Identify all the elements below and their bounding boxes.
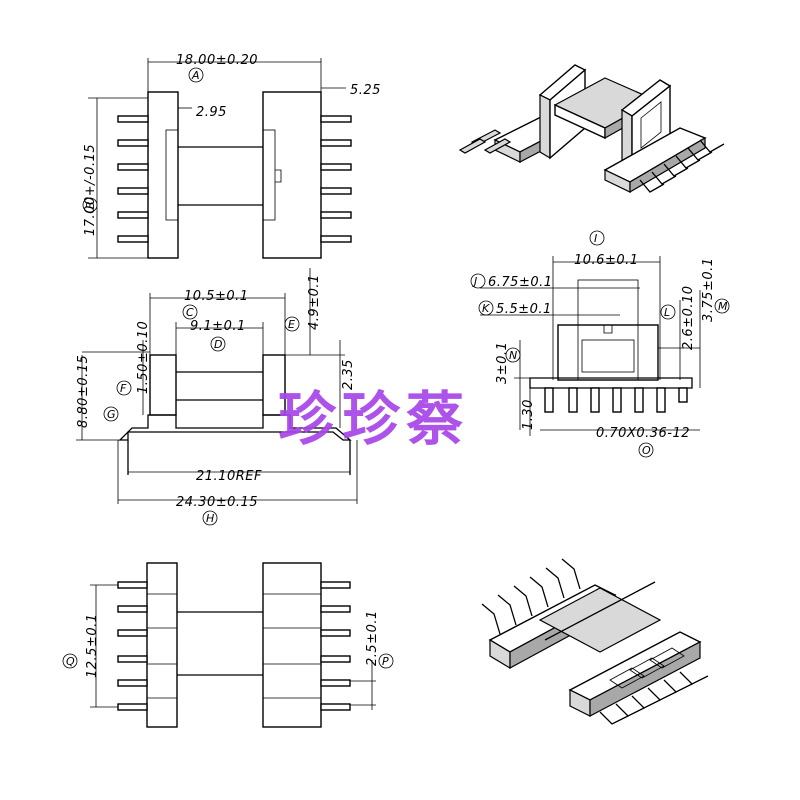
right-pins: [320, 115, 352, 243]
ref-f: F: [120, 382, 127, 395]
ref-l: L: [664, 306, 670, 319]
watermark-text: 珍珍蔡: [278, 385, 471, 453]
ref-a: A: [191, 69, 200, 82]
ref-n: N: [509, 349, 517, 362]
ref-q: Q: [66, 655, 75, 668]
right-flange: [262, 91, 322, 259]
ref-g: G: [107, 408, 116, 421]
side-pins: [544, 387, 688, 413]
dim-q-label: 12.5±0.1: [85, 613, 100, 678]
dim-c-label: 10.5±0.1: [184, 289, 249, 304]
bottom-left-pins: [117, 581, 148, 711]
key-notch: [275, 169, 282, 183]
dim-ref-label: 21.10REF: [196, 469, 262, 484]
dim-k-label: 5.5±0.1: [496, 302, 552, 317]
left-pins: [117, 115, 149, 243]
dim-f-label: 1.50±0.10: [136, 321, 151, 394]
iso2-right-pins: [599, 671, 709, 725]
side-view: 10.6±0.1 I J 6.75±0.1 K 5.5±0.1 2.6±0.10…: [470, 230, 730, 458]
iso-right-pins: [639, 139, 725, 193]
top-view: 18.00±0.20 A 17.00+/-0.15 B 2.95 5.25: [82, 53, 381, 259]
ref-c: C: [186, 306, 194, 319]
dim-235-label: 2.35: [341, 359, 356, 390]
dim-525-label: 5.25: [350, 83, 381, 98]
bottom-right-pins: [320, 581, 351, 711]
dim-d-label: 9.1±0.1: [190, 319, 246, 334]
dim-g-label: 8.80±0.15: [76, 355, 91, 428]
ref-i: I: [594, 232, 597, 245]
ref-k: K: [482, 302, 490, 315]
bottom-left-flange: [146, 562, 178, 728]
ref-p: P: [382, 655, 389, 668]
dim-h-label: 24.30±0.15: [176, 495, 258, 510]
dim-a-label: 18.00±0.20: [176, 53, 258, 68]
dim-l-label: 2.6±0.10: [681, 285, 696, 350]
ref-o: O: [642, 444, 651, 457]
dim-i-label: 10.6±0.1: [574, 253, 639, 268]
left-flange: [147, 91, 179, 259]
dim-o-label: 0.70X0.36-12: [596, 426, 690, 441]
isometric-view-bottom: [481, 558, 709, 725]
bottom-right-flange: [262, 562, 322, 728]
bottom-view: 12.5±0.1 Q 2.5±0.1 P: [62, 562, 394, 728]
dim-j-label: 6.75±0.1: [488, 275, 553, 290]
dim-b-label: 17.00+/-0.15: [83, 144, 98, 236]
dim-e-label: 4.9±0.1: [307, 274, 322, 330]
front-view: 10.5±0.1 C 9.1±0.1 D 4.9±0.1 E 1.50±0.10…: [76, 268, 358, 526]
iso2-left-pins: [481, 558, 581, 635]
dim-m-label: 3.75±0.1: [701, 257, 716, 322]
dim-130-label: 1.30: [521, 399, 536, 430]
right-flange-inner: [262, 129, 276, 221]
left-flange-inner: [165, 129, 179, 221]
ref-b: B: [84, 201, 97, 209]
dim-p-label: 2.5±0.1: [365, 610, 380, 666]
ref-m: M: [718, 300, 728, 313]
dim-n-label: 3±0.1: [495, 342, 510, 384]
isometric-view-top: [458, 64, 725, 194]
ref-d: D: [214, 338, 222, 351]
ref-h: H: [206, 512, 214, 525]
ref-j: J: [472, 275, 477, 288]
dim-295-label: 2.95: [196, 105, 227, 120]
ref-e: E: [288, 318, 295, 331]
